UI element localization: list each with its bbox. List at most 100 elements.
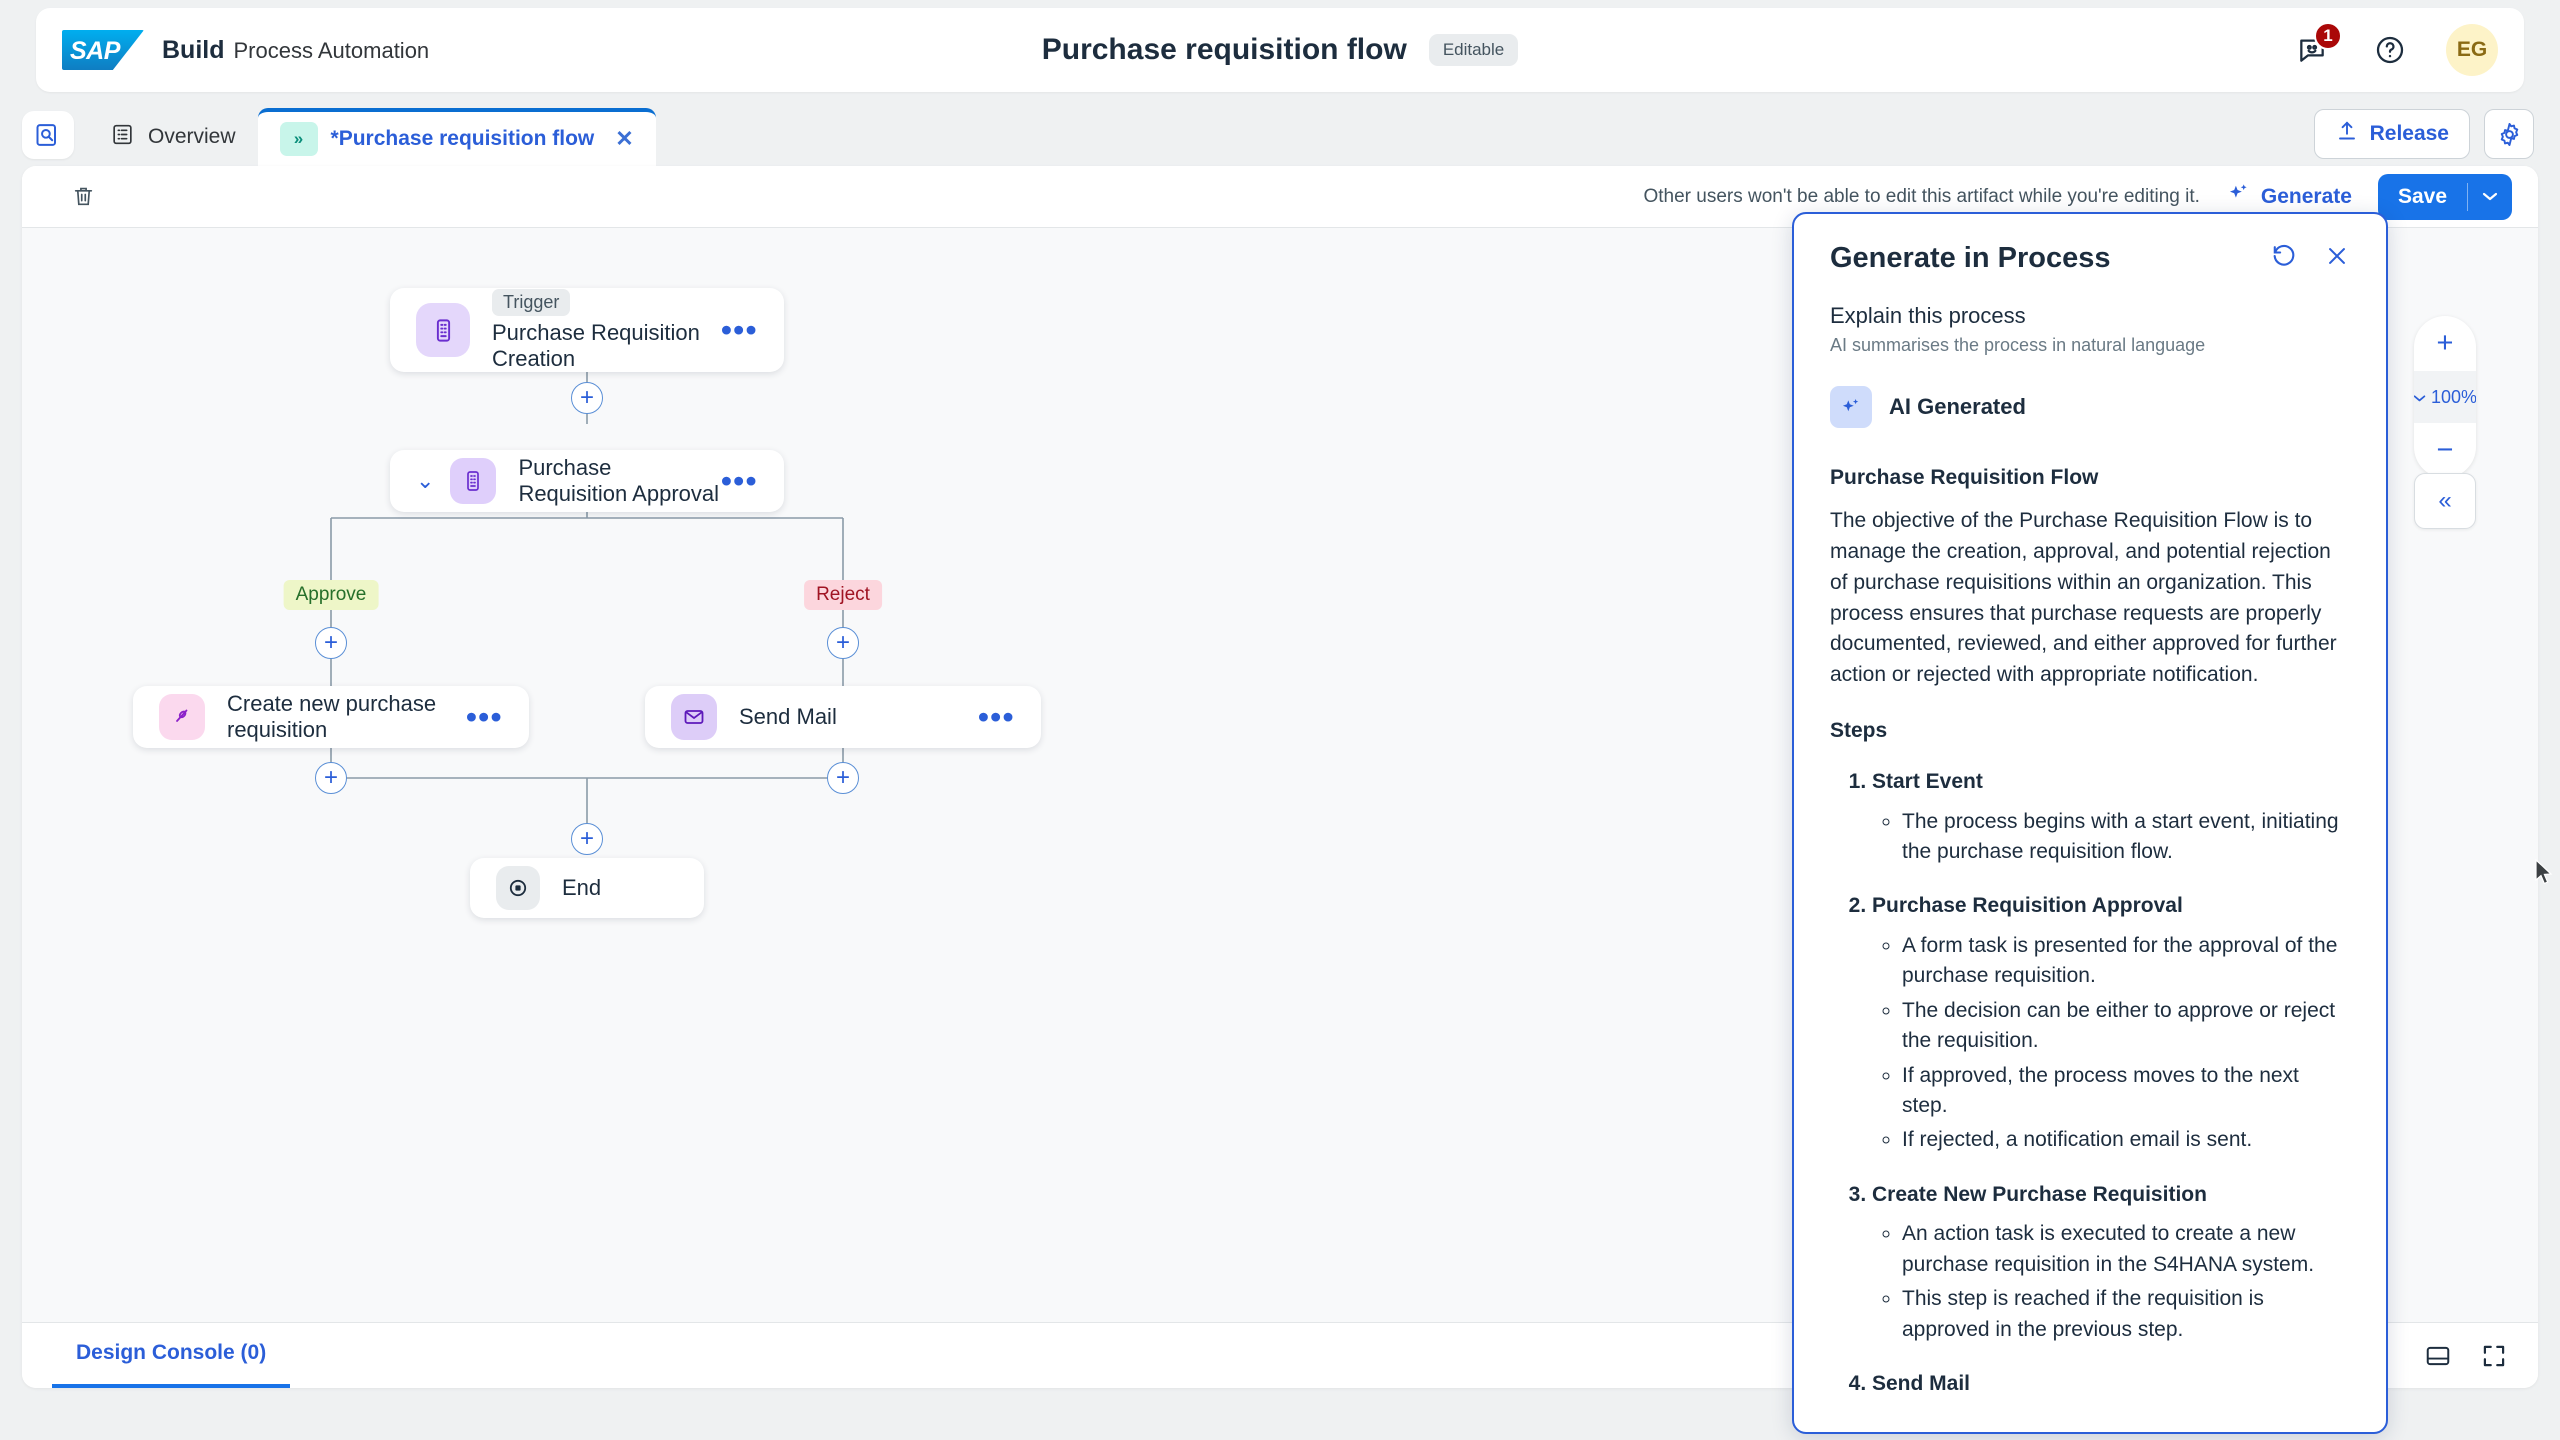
expand-fullscreen-icon[interactable] [2480,1342,2508,1370]
node-send-mail-text: Send Mail [739,704,978,730]
sparkle-ai-icon [2226,181,2251,212]
node-trigger-tag: Trigger [492,289,570,316]
node-end-label: End [562,875,601,900]
node-send-mail-menu[interactable]: ••• [978,710,1015,724]
collapse-panel-button[interactable]: « [2414,473,2476,529]
explore-search-icon[interactable] [22,111,74,159]
substeps-list: The process begins with a start event, i… [1902,807,2350,868]
substep-item: The process begins with a start event, i… [1902,807,2350,868]
node-trigger-menu[interactable]: ••• [721,323,758,337]
generate-button[interactable]: Generate [2226,181,2352,212]
sparkle-ai-icon [1830,386,1872,428]
notification-badge: 1 [2314,22,2342,50]
avatar[interactable]: EG [2446,24,2498,76]
node-create-new-purchase-requisition[interactable]: Create new purchase requisition ••• [133,686,529,748]
step-item: Start Event The process begins with a st… [1872,767,2350,867]
ai-generated-label: AI Generated [1889,394,2026,420]
substep-item: If rejected, a notification email is sen… [1902,1125,2350,1155]
console-actions [2424,1342,2508,1370]
zoom-level-selector[interactable]: 100% [2414,371,2476,423]
close-icon[interactable]: ✕ [615,126,633,152]
substep-item: A form task is presented for the approva… [1902,931,2350,992]
gear-icon[interactable] [2484,109,2534,159]
step-title: Create New Purchase Requisition [1872,1183,2207,1206]
substeps-list: An action task is executed to create a n… [1902,1219,2350,1345]
node-purchase-requisition-approval[interactable]: ⌄ Purchase Requisition Approval ••• [390,450,784,512]
tab-bar: Overview » *Purchase requisition flow ✕ … [0,100,2560,166]
trash-icon[interactable] [62,176,104,218]
step-item: Purchase Requisition Approval A form tas… [1872,891,2350,1155]
zoom-controls: + 100% − [2414,316,2476,478]
history-revert-icon[interactable] [2270,242,2298,275]
top-header: SAP Build Process Automation Purchase re… [36,8,2524,92]
page-title: Purchase requisition flow [1042,33,1407,67]
generate-panel-title: Generate in Process [1830,242,2110,275]
node-approval-menu[interactable]: ••• [721,474,758,488]
ai-generated-row: AI Generated [1830,386,2350,428]
substeps-list: A form task is presented for the approva… [1902,931,2350,1156]
node-trigger-label: Purchase Requisition Creation [492,320,700,371]
result-title: Purchase Requisition Flow [1830,466,2350,490]
form-icon [450,458,496,504]
add-step-approve-branch[interactable]: + [315,627,347,659]
chevron-down-icon[interactable] [2468,174,2512,220]
tab-design-console[interactable]: Design Console (0) [52,1323,290,1389]
release-button-label: Release [2370,122,2449,146]
generate-panel-actions [2270,242,2350,275]
status-badge: Editable [1429,34,1518,66]
step-item: Create New Purchase Requisition An actio… [1872,1180,2350,1345]
panel-layout-icon[interactable] [2424,1342,2452,1370]
chevron-down-icon[interactable]: ⌄ [416,468,434,494]
branch-label-approve: Approve [284,580,379,610]
steps-heading: Steps [1830,719,2350,743]
generate-button-label: Generate [2261,185,2352,209]
node-create-pr-menu[interactable]: ••• [466,710,503,724]
generate-panel-header: Generate in Process [1794,214,2386,281]
node-approval-label: Purchase Requisition Approval [518,455,719,506]
zoom-level-value: 100% [2431,387,2476,408]
node-send-mail[interactable]: Send Mail ••• [645,686,1041,748]
save-button-group[interactable]: Save [2378,174,2512,220]
envelope-icon [671,694,717,740]
product-subtitle: Process Automation [234,38,430,64]
tab-overview[interactable]: Overview [88,108,258,166]
add-step-after-create-pr[interactable]: + [315,762,347,794]
release-button[interactable]: Release [2314,109,2470,159]
tab-purchase-requisition-flow[interactable]: » *Purchase requisition flow ✕ [258,108,656,166]
step-title: Send Mail [1872,1372,1970,1395]
action-icon [159,694,205,740]
add-step-reject-branch[interactable]: + [827,627,859,659]
brand[interactable]: SAP Build Process Automation [62,30,429,70]
node-end-text: End [562,875,678,901]
process-chevrons-icon: » [280,122,318,156]
product-name: Build [162,36,225,65]
steps-list: Start Event The process begins with a st… [1872,767,2350,1398]
tab-purchase-requisition-flow-label: *Purchase requisition flow [331,127,595,151]
node-trigger[interactable]: Trigger Purchase Requisition Creation ••… [390,288,784,372]
tab-overview-label: Overview [148,125,236,149]
node-end[interactable]: End [470,858,704,918]
node-send-mail-label: Send Mail [739,704,837,729]
add-step-after-trigger[interactable]: + [571,382,603,414]
brand-words: Build Process Automation [162,36,429,65]
sap-logo-icon: SAP [62,30,144,70]
step-title: Start Event [1872,770,1983,793]
sap-logo-text: SAP [70,37,120,66]
add-step-after-send-mail[interactable]: + [827,762,859,794]
explain-option-title: Explain this process [1830,303,2350,329]
explain-option-desc: AI summarises the process in natural lan… [1830,335,2350,356]
question-mark-icon[interactable] [2368,28,2412,72]
substep-item: This step is reached if the requisition … [1902,1284,2350,1345]
edit-lock-note: Other users won't be able to edit this a… [1643,186,2199,208]
close-icon[interactable] [2324,243,2350,274]
add-step-before-end[interactable]: + [571,823,603,855]
node-trigger-text: Trigger Purchase Requisition Creation [492,289,721,372]
end-event-icon [496,866,540,910]
zoom-in-button[interactable]: + [2414,316,2476,371]
feedback-smiley-icon[interactable]: 1 [2290,28,2334,72]
substep-item: If approved, the process moves to the ne… [1902,1061,2350,1122]
save-button[interactable]: Save [2378,174,2467,220]
node-create-pr-label: Create new purchase requisition [227,691,436,742]
branch-label-reject: Reject [804,580,882,610]
